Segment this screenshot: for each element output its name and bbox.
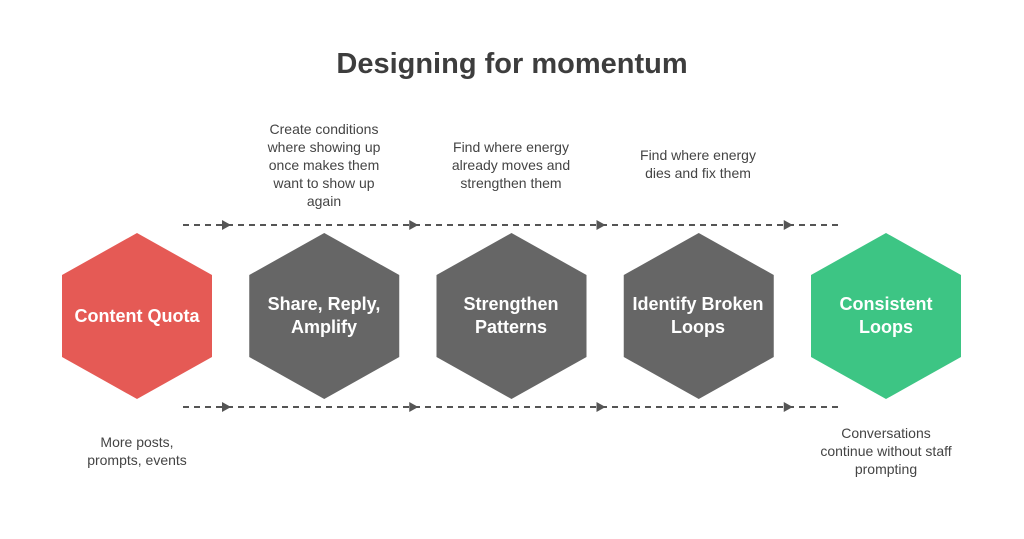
hexagon-step — [436, 233, 587, 399]
caption-strengthen-patterns: Find where energy already moves and stre… — [451, 139, 571, 191]
hex-label-content-quota: Content Quota — [74, 306, 200, 326]
hex-label-identify-broken-loops: Identify Broken Loops — [632, 294, 764, 337]
arrowhead-icon — [409, 220, 419, 230]
arrowhead-icon — [222, 220, 231, 230]
hexagon-step — [811, 233, 961, 399]
arrowhead-icon — [222, 402, 231, 412]
arrowhead-icon — [783, 402, 793, 412]
hex-label-strengthen-patterns: Strengthen Patterns — [463, 294, 559, 337]
arrowhead-icon — [783, 220, 793, 230]
caption-content-quota: More posts, prompts, events — [87, 434, 187, 468]
arrowhead-icon — [409, 402, 419, 412]
hex-label-consistent-loops: Consistent Loops — [839, 294, 933, 337]
arrowhead-icon — [596, 402, 606, 412]
hexagon-step — [249, 233, 400, 399]
diagram-title: Designing for momentum — [336, 48, 688, 80]
hexagon-step — [62, 233, 212, 399]
arrowhead-icon — [596, 220, 606, 230]
hex-label-share-reply-amplify: Share, Reply, Amplify — [267, 294, 381, 337]
hexagon-step — [623, 233, 774, 399]
caption-share-reply-amplify: Create conditions where showing up once … — [267, 121, 381, 209]
caption-identify-broken-loops: Find where energy dies and fix them — [640, 147, 756, 181]
caption-consistent-loops: Conversations continue without staff pro… — [820, 425, 952, 477]
